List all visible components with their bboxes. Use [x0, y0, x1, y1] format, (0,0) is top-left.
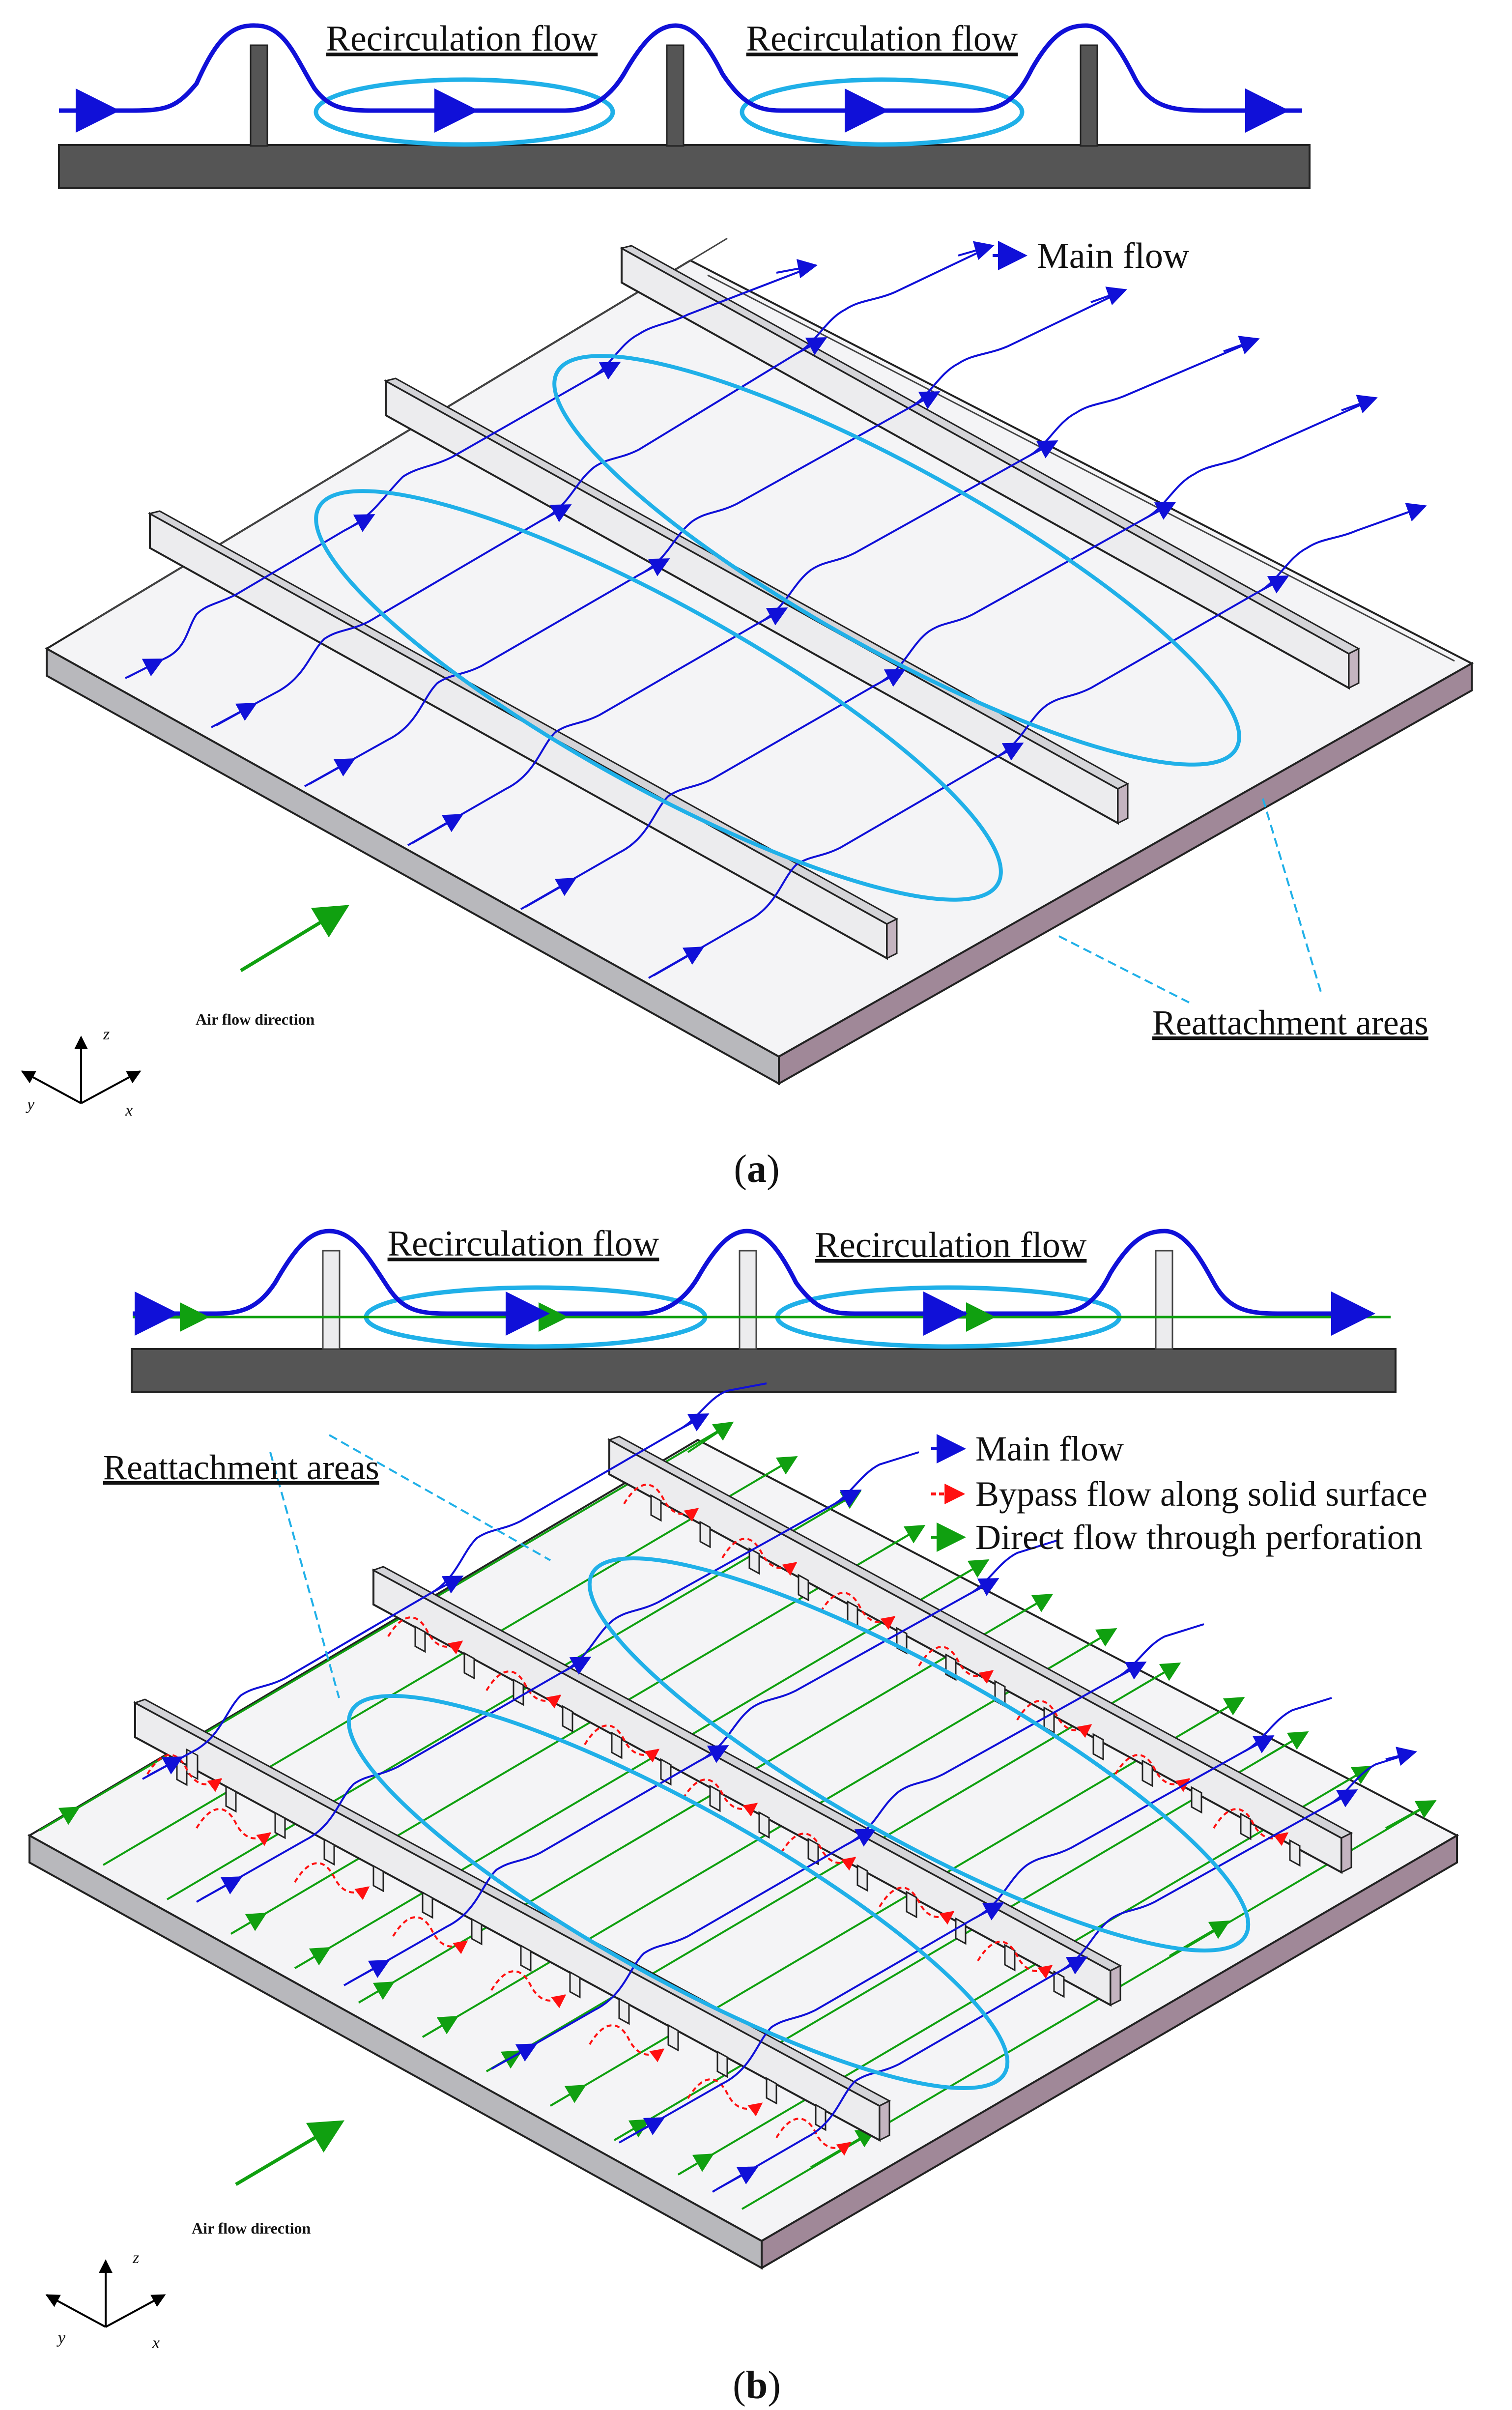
rib	[739, 1250, 757, 1350]
axis-x-label: x	[125, 1101, 133, 1119]
axis-z-label: z	[103, 1025, 110, 1043]
axes-b	[45, 2259, 166, 2328]
caption-b: (b)	[733, 2364, 781, 2407]
main-flow-curve	[59, 23, 1302, 113]
perforated-rib-b-3	[607, 1435, 1353, 1874]
air-flow-label: Air flow direction	[196, 1010, 315, 1028]
panel-b-plate	[27, 1382, 1459, 2270]
base-bar	[58, 144, 1311, 189]
bypass-flow-legend-label: Bypass flow along solid surface	[975, 1474, 1427, 1514]
main-flow-curve	[133, 1229, 1371, 1316]
main-flow-arrows-b	[147, 1413, 1417, 2190]
recirculation-label: Recirculation flow	[388, 1224, 659, 1264]
panel-a: Recirculation flow Recirculation flow	[21, 19, 1474, 1191]
main-flow-legend-label: Main flow	[975, 1429, 1124, 1468]
recirculation-label: Recirculation flow	[746, 19, 1018, 59]
air-flow-label: Air flow direction	[192, 2219, 311, 2237]
panel-a-plate	[45, 237, 1474, 1086]
air-flow-arrow	[240, 905, 349, 972]
rib	[1155, 1250, 1173, 1350]
reattachment-label: Reattachment areas	[1152, 1003, 1428, 1042]
leader-line	[1058, 935, 1190, 1004]
rib	[250, 44, 268, 147]
axis-z-label: z	[132, 2249, 139, 2267]
leader-line	[269, 1452, 340, 1698]
leader-line	[1262, 798, 1323, 996]
plate-side	[778, 661, 1473, 1086]
legend-a: Main flow	[993, 236, 1190, 276]
leader-line	[329, 1434, 551, 1561]
rib	[1080, 44, 1098, 147]
panel-b: Recirculation flow Recirculation flow	[27, 1224, 1459, 2407]
rib	[666, 44, 685, 147]
rib-a-1	[147, 510, 899, 960]
plate-side	[761, 1834, 1458, 2270]
reattachment-ellipse	[587, 1556, 1251, 1952]
axes-a	[21, 1035, 142, 1104]
base-bar	[131, 1348, 1397, 1393]
reattachment-ellipse	[314, 489, 1003, 902]
main-flow-legend-label: Main flow	[1037, 236, 1190, 276]
reattachment-ellipse	[552, 354, 1241, 767]
caption-a: (a)	[734, 1148, 779, 1191]
direct-flow-legend-label: Direct flow through perforation	[975, 1518, 1423, 1557]
axis-y-label: y	[26, 1095, 35, 1114]
axis-x-label: x	[152, 2334, 160, 2352]
air-flow-arrow	[235, 2120, 345, 2186]
panel-b-section-view: Recirculation flow Recirculation flow	[131, 1224, 1397, 1393]
main-flow-streamlines-a	[125, 245, 1426, 979]
reattachment-label: Reattachment areas	[103, 1448, 379, 1487]
perforated-rib-b-2	[371, 1566, 1122, 2007]
bypass-flow-arcs	[146, 1484, 1289, 2156]
panel-a-section-view: Recirculation flow Recirculation flow	[58, 19, 1311, 189]
reattachment-ellipse	[346, 1694, 1010, 2090]
recirculation-label: Recirculation flow	[326, 19, 598, 59]
rib	[322, 1250, 341, 1350]
recirculation-ellipse	[314, 77, 615, 147]
plate-top	[45, 259, 1474, 1058]
recirculation-label: Recirculation flow	[815, 1225, 1087, 1265]
recirculation-ellipse	[740, 77, 1025, 147]
legend-b: Main flow Bypass flow along solid surfac…	[931, 1429, 1427, 1557]
main-flow-arrows-a	[127, 241, 1427, 976]
axis-y-label: y	[57, 2329, 66, 2347]
